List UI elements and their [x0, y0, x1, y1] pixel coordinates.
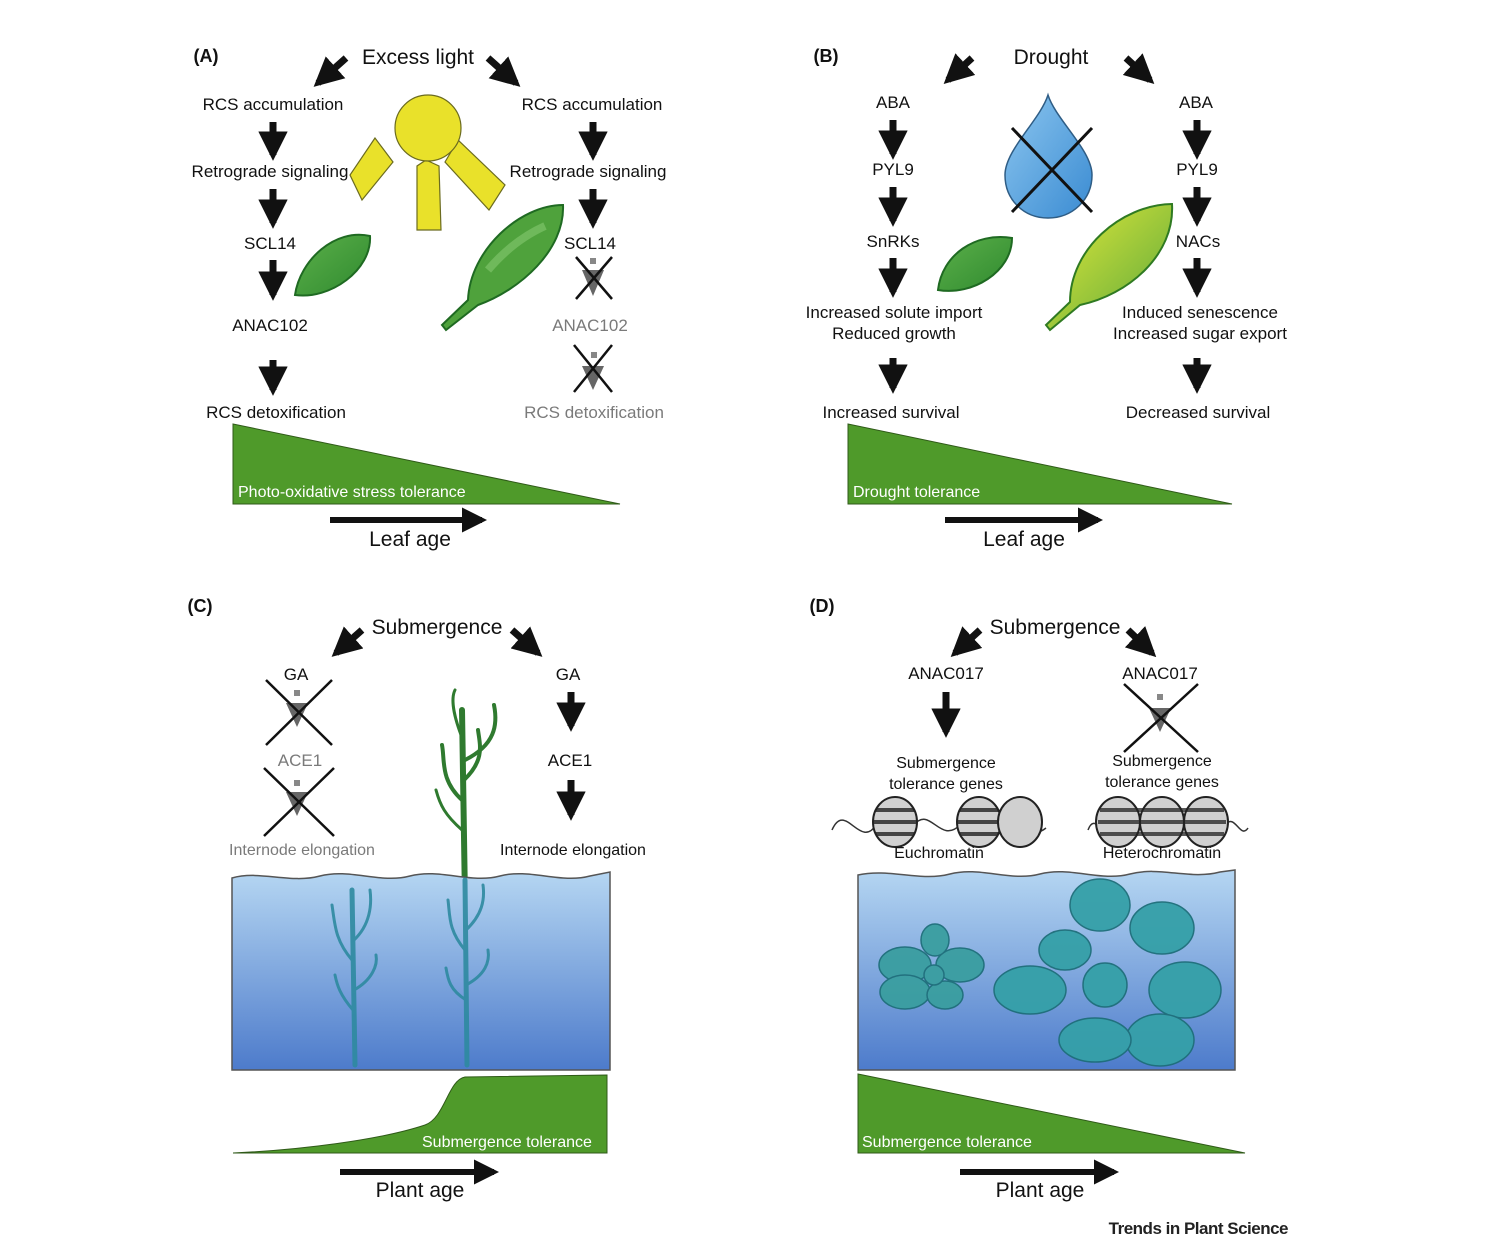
a-age-label: Leaf age	[369, 528, 451, 551]
senescent-leaf-icon	[1044, 202, 1174, 332]
a-blocked-arrow	[575, 256, 613, 300]
split-arrow-left	[331, 626, 365, 657]
d-blocked-arrow	[1123, 683, 1199, 753]
d-left-step-2: Submergence	[896, 755, 996, 772]
b-left-step-4: Increased solute import	[806, 303, 983, 322]
panel-d: (D) Submergence ANAC017 Submergence tole…	[810, 596, 1249, 1202]
a-left-step-2: Retrograde signaling	[192, 162, 349, 181]
large-rosette-icon	[993, 878, 1222, 1067]
split-arrow-left	[950, 626, 983, 657]
c-right-step-3: Internode elongation	[500, 842, 646, 859]
submerged-rice-icon	[330, 887, 378, 1068]
d-tolerance-label: Submergence tolerance	[862, 1134, 1032, 1151]
b-right-step-5: Increased sugar export	[1113, 324, 1287, 343]
a-left-step-5: RCS detoxification	[206, 403, 346, 422]
d-right-step-3: tolerance genes	[1105, 774, 1219, 791]
c-tolerance-label: Submergence tolerance	[422, 1134, 592, 1151]
panel-d-title: Submergence	[990, 616, 1121, 639]
small-rosette-icon	[878, 923, 985, 1010]
c-blocked-arrow	[263, 767, 335, 837]
sun-icon	[349, 94, 506, 231]
d-left-state: Euchromatin	[894, 845, 984, 862]
d-left-step-3: tolerance genes	[889, 776, 1003, 793]
d-left-step-1: ANAC017	[908, 664, 984, 683]
a-left-step-3: SCL14	[244, 234, 296, 253]
a-left-step-1: RCS accumulation	[203, 95, 344, 114]
rice-plant-icon	[434, 688, 498, 903]
panel-b: (B) Drought ABA PYL9 SnRKs Increased sol…	[806, 46, 1288, 551]
split-arrow-left	[313, 55, 349, 87]
b-right-step-2: PYL9	[1176, 160, 1218, 179]
panel-d-label: (D)	[810, 596, 835, 616]
c-left-step-1: GA	[284, 665, 309, 684]
c-age-label: Plant age	[376, 1179, 465, 1202]
panel-c-title: Submergence	[372, 616, 503, 639]
split-arrow-left	[943, 53, 976, 84]
d-age-label: Plant age	[996, 1179, 1085, 1202]
split-arrow-right	[1122, 53, 1155, 84]
panel-a: (A) Excess light RCS accumulation Retrog…	[192, 46, 667, 551]
split-arrow-right	[485, 55, 521, 87]
b-right-step-6: Decreased survival	[1126, 403, 1271, 422]
d-right-step-2: Submergence	[1112, 753, 1212, 770]
b-left-step-5: Reduced growth	[832, 324, 956, 343]
split-arrow-right	[1124, 626, 1157, 658]
credit-text: Trends in Plant Science	[1109, 1219, 1288, 1238]
panel-b-label: (B)	[814, 46, 839, 66]
young-leaf-icon	[936, 236, 1014, 292]
tolerance-wedge	[847, 423, 1233, 505]
tolerance-wedge	[857, 1073, 1246, 1154]
a-right-step-3: SCL14	[564, 234, 616, 253]
a-tolerance-label: Photo-oxidative stress tolerance	[238, 484, 466, 501]
b-tolerance-label: Drought tolerance	[853, 484, 980, 501]
panel-b-title: Drought	[1014, 46, 1089, 69]
c-blocked-arrow	[265, 679, 333, 746]
b-left-step-6: Increased survival	[822, 403, 959, 422]
b-left-step-1: ABA	[876, 93, 911, 112]
panel-c-label: (C)	[188, 596, 213, 616]
b-right-step-1: ABA	[1179, 93, 1214, 112]
b-left-step-3: SnRKs	[867, 232, 920, 251]
panel-a-title: Excess light	[362, 46, 474, 69]
b-right-step-4: Induced senescence	[1122, 303, 1278, 322]
panel-a-label: (A)	[194, 46, 219, 66]
water-drop-icon	[1004, 92, 1094, 219]
water-body	[231, 871, 611, 1071]
young-leaf-icon	[293, 233, 372, 297]
b-age-label: Leaf age	[983, 528, 1065, 551]
a-right-step-2: Retrograde signaling	[510, 162, 667, 181]
b-left-step-2: PYL9	[872, 160, 914, 179]
c-right-step-1: GA	[556, 665, 581, 684]
d-right-step-1: ANAC017	[1122, 664, 1198, 683]
a-left-step-4: ANAC102	[232, 316, 308, 335]
b-right-step-3: NACs	[1176, 232, 1220, 251]
a-right-step-4: ANAC102	[552, 316, 628, 335]
split-arrow-right	[509, 626, 543, 657]
tolerance-wedge	[232, 423, 621, 505]
heterochromatin-icon	[1087, 796, 1249, 848]
euchromatin-icon	[831, 796, 1047, 848]
c-left-step-3: Internode elongation	[229, 842, 375, 859]
submerged-rice-icon	[444, 877, 490, 1068]
tolerance-curve	[232, 1074, 608, 1154]
a-blocked-arrow	[573, 344, 613, 393]
c-left-step-2: ACE1	[278, 751, 322, 770]
c-right-step-2: ACE1	[548, 751, 592, 770]
old-leaf-icon	[440, 203, 565, 332]
a-right-step-5: RCS detoxification	[524, 403, 664, 422]
d-right-state: Heterochromatin	[1103, 845, 1221, 862]
panel-c: (C) Submergence GA ACE1 Internode elonga…	[188, 596, 646, 1202]
a-right-step-1: RCS accumulation	[522, 95, 663, 114]
